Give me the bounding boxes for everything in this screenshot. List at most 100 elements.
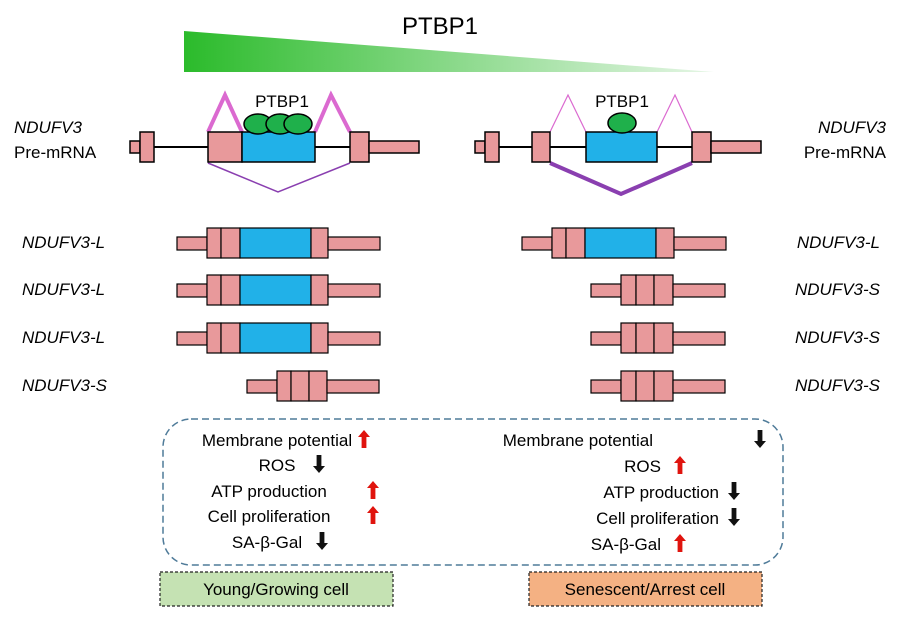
isoform-exon — [620, 322, 637, 354]
isoform-utr-5 — [590, 379, 622, 394]
ptbp1-gradient-wedge — [184, 31, 714, 72]
right-pre-mrna-label: Pre-mRNA — [804, 143, 887, 162]
right-inclusion-arc-2 — [656, 93, 693, 133]
isoform-exon — [310, 322, 329, 354]
right-utr-5 — [474, 140, 486, 154]
young-cell-box: Young/Growing cell — [159, 571, 394, 607]
isoform-exon — [551, 227, 567, 259]
isoform-utr-5 — [521, 236, 553, 251]
right-ptbp1-label: PTBP1 — [595, 92, 649, 111]
left-exon-2 — [207, 131, 243, 163]
phenotype-label: Cell proliferation — [596, 509, 719, 528]
left-pre-mrna-gene: NDUFV3 — [14, 118, 83, 137]
right-utr-3 — [710, 140, 762, 154]
isoform-label: NDUFV3-L — [22, 328, 105, 347]
left-ptbp1-proteins — [243, 113, 313, 135]
arrow-up-icon — [674, 534, 686, 552]
phenotype-label: ATP production — [603, 483, 719, 502]
diagram-title: PTBP1 — [402, 13, 478, 40]
isoform-exon — [220, 274, 241, 306]
isoform-exon — [653, 322, 674, 354]
phenotype-label: ROS — [259, 456, 296, 475]
isoform-exon — [653, 274, 674, 306]
phenotype-box — [162, 418, 784, 566]
isoform-label: NDUFV3-L — [22, 233, 105, 252]
isoform-utr-3 — [326, 379, 380, 394]
isoform-label: NDUFV3-S — [795, 280, 881, 299]
isoform-exon — [620, 370, 637, 402]
isoform-exon — [635, 370, 655, 402]
left-isoforms: NDUFV3-L NDUFV3-L NDUFV3-L NDUFV3-S — [22, 227, 381, 402]
left-inclusion-arc-2 — [313, 90, 352, 133]
arrow-up-icon — [674, 456, 686, 474]
isoform-cassette-exon — [239, 322, 312, 354]
isoform-utr-3 — [327, 331, 381, 346]
right-cassette-exon — [585, 131, 658, 163]
isoform-exon — [565, 227, 586, 259]
left-pre-mrna: NDUFV3 Pre-mRNA PTBP1 — [14, 90, 420, 193]
isoform-exon — [310, 274, 329, 306]
isoform-utr-5 — [590, 283, 622, 298]
isoform-exon — [290, 370, 310, 402]
isoform-exon — [276, 370, 292, 402]
arrow-down-icon — [728, 508, 740, 526]
right-pre-mrna: NDUFV3 Pre-mRNA PTBP1 — [474, 92, 887, 197]
left-ptbp1-label: PTBP1 — [255, 92, 309, 111]
left-pre-mrna-label: Pre-mRNA — [14, 143, 97, 162]
isoform-cassette-exon — [239, 227, 312, 259]
left-exon-1 — [139, 131, 155, 163]
right-exon-3 — [691, 131, 712, 163]
right-exon-1 — [484, 131, 500, 163]
senescent-cell-box-bg — [528, 571, 763, 607]
left-exon-3 — [349, 131, 370, 163]
isoform-utr-5 — [176, 283, 208, 298]
arrow-up-icon — [367, 481, 379, 499]
phenotype-label: ROS — [624, 457, 661, 476]
isoform-utr-5 — [246, 379, 278, 394]
isoform-exon — [308, 370, 328, 402]
isoform-exon — [310, 227, 329, 259]
arrow-up-icon — [367, 506, 379, 524]
phenotype-label: Cell proliferation — [208, 507, 331, 526]
isoform-exon — [635, 322, 655, 354]
isoform-label: NDUFV3-S — [795, 328, 881, 347]
arrow-down-icon — [313, 455, 325, 473]
isoform-exon — [635, 274, 655, 306]
arrow-up-icon — [358, 430, 370, 448]
isoform-utr-3 — [672, 331, 726, 346]
left-phenotypes: Membrane potential ROS ATP production Ce… — [202, 431, 352, 552]
isoform-exon — [206, 274, 222, 306]
isoform-utr-3 — [672, 379, 726, 394]
left-utr-3 — [368, 140, 420, 154]
isoform-exon — [206, 227, 222, 259]
ptbp1-protein — [607, 112, 637, 134]
isoform-exon — [655, 227, 675, 259]
isoform-utr-5 — [176, 331, 208, 346]
isoform-utr-3 — [327, 283, 381, 298]
left-utr-5 — [129, 140, 141, 154]
arrow-down-icon — [316, 532, 328, 550]
isoform-exon — [653, 370, 674, 402]
isoform-cassette-exon — [239, 274, 312, 306]
isoform-exon — [206, 322, 222, 354]
isoform-label: NDUFV3-S — [22, 376, 108, 395]
isoform-utr-5 — [590, 331, 622, 346]
isoform-label: NDUFV3-L — [797, 233, 880, 252]
arrow-down-icon — [754, 430, 766, 448]
young-cell-box-bg — [159, 571, 394, 607]
isoform-label: NDUFV3-L — [22, 280, 105, 299]
isoform-exon — [220, 322, 241, 354]
right-inclusion-arc-1 — [549, 93, 587, 133]
left-inclusion-arc-1 — [206, 90, 244, 133]
phenotype-label: ATP production — [211, 482, 327, 501]
phenotype-arrows — [313, 430, 766, 552]
right-pre-mrna-gene: NDUFV3 — [818, 118, 887, 137]
isoform-label: NDUFV3-S — [795, 376, 881, 395]
phenotype-label: Membrane potential — [202, 431, 352, 450]
right-phenotypes: Membrane potential ROS ATP production Ce… — [503, 431, 719, 554]
right-exon-2 — [531, 131, 551, 163]
senescent-cell-box: Senescent/Arrest cell — [528, 571, 763, 607]
phenotype-label: Membrane potential — [503, 431, 653, 450]
